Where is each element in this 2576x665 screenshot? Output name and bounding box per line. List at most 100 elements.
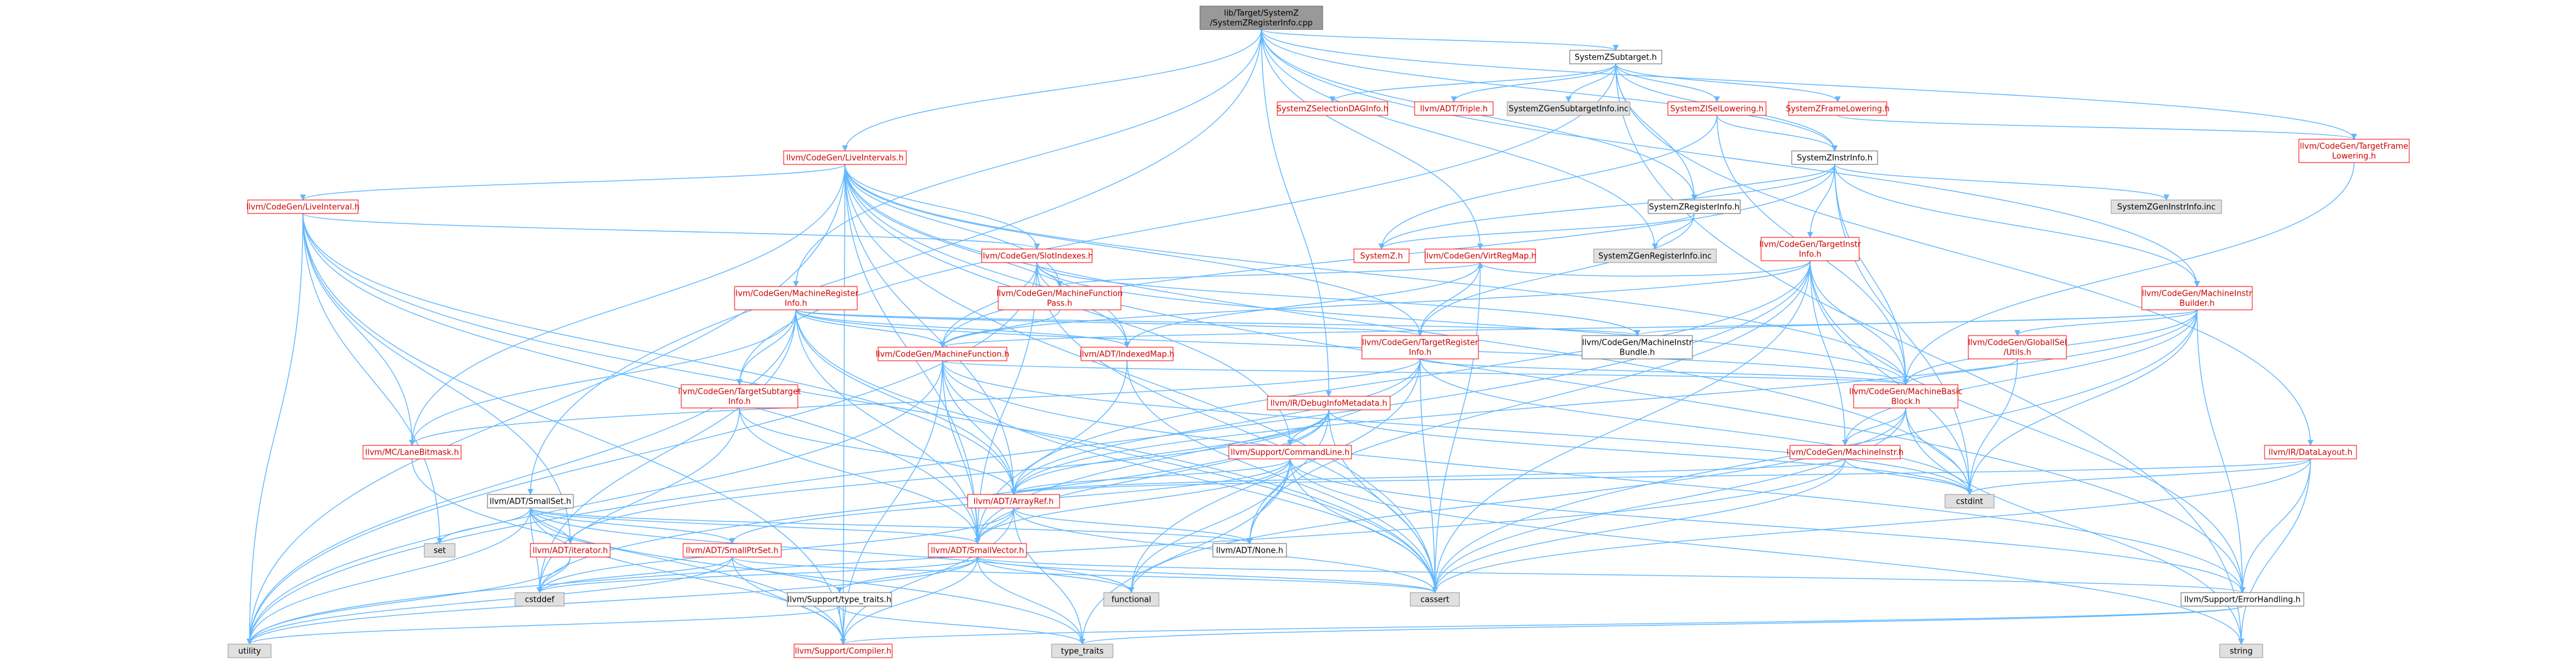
edge-root-to-machine_instr_builder — [1261, 29, 2200, 287]
node-functional[interactable]: functional — [1103, 592, 1160, 607]
node-label: SystemZInstrInfo.h — [1797, 154, 1872, 163]
edge-live_intervals-to-error_handling — [844, 164, 2245, 593]
edge-indexed_map-to-cassert — [1126, 360, 1438, 593]
edge-live_intervals-to-target_register_info — [844, 164, 1423, 336]
node-systemz-h[interactable]: SystemZ.h — [1353, 248, 1410, 263]
node-command-line[interactable]: llvm/Support/CommandLine.h — [1228, 445, 1352, 459]
node-label: string — [2230, 647, 2252, 656]
node-isel-lowering[interactable]: SystemZISelLowering.h — [1667, 101, 1767, 116]
edge-small_ptr_set-to-cstddef — [537, 556, 733, 593]
node-type-traits[interactable]: type_traits — [1051, 644, 1114, 658]
node-set[interactable]: set — [424, 543, 456, 558]
node-type-traits-support[interactable]: llvm/Support/type_traits.h — [787, 592, 892, 607]
node-label: llvm/ADT/SmallPtrSet.h — [686, 547, 778, 556]
edge-data_layout-to-cassert — [1432, 458, 2311, 593]
edge-array_ref-to-small_vector — [974, 507, 1014, 544]
node-machine-function[interactable]: llvm/CodeGen/MachineFunction.h — [876, 347, 1009, 361]
node-cstddef[interactable]: cstddef — [514, 592, 565, 607]
node-data-layout[interactable]: llvm/IR/DataLayout.h — [2264, 445, 2357, 459]
node-compiler[interactable]: llvm/Support/Compiler.h — [793, 644, 893, 658]
node-gen-subtarget-info[interactable]: SystemZGenSubtargetInfo.inc — [1507, 101, 1630, 116]
edge-small_set-to-utility — [247, 507, 531, 645]
node-box — [1199, 6, 1323, 30]
edge-systemz_subtarget-to-string — [1615, 63, 2244, 645]
node-array-ref[interactable]: llvm/ADT/ArrayRef.h — [967, 494, 1060, 509]
node-label: llvm/Support/ErrorHandling.h — [2184, 596, 2301, 605]
edge-machine_register_info-to-cassert — [795, 309, 1438, 593]
node-label: llvm/CodeGen/GlobalISel — [1968, 339, 2066, 348]
node-iterator[interactable]: llvm/ADT/iterator.h — [530, 543, 611, 558]
node-box — [2219, 644, 2263, 658]
edge-small_set-to-none — [530, 507, 1253, 544]
node-small-set[interactable]: llvm/ADT/SmallSet.h — [487, 494, 574, 509]
node-label: SystemZSubtarget.h — [1575, 53, 1657, 63]
node-string[interactable]: string — [2219, 644, 2263, 658]
node-machine-instr[interactable]: llvm/CodeGen/MachineInstr.h — [1787, 445, 1904, 459]
edge-live_intervals-to-machine_basic_block — [844, 164, 1909, 385]
node-label: llvm/CodeGen/MachineFunction — [996, 290, 1123, 299]
node-error-handling[interactable]: llvm/Support/ErrorHandling.h — [2180, 592, 2304, 607]
node-gen-register-info[interactable]: SystemZGenRegisterInfo.inc — [1593, 248, 1717, 263]
node-globalisel-utils[interactable]: llvm/CodeGen/GlobalISel/Utils.h — [1968, 335, 2067, 359]
edge-live_intervals-to-utility — [247, 164, 846, 645]
node-adt-triple[interactable]: llvm/ADT/Triple.h — [1414, 101, 1494, 116]
edge-machine_register_info-to-machine_instr_bundle — [795, 309, 1640, 336]
node-indexed-map[interactable]: llvm/ADT/IndexedMap.h — [1080, 347, 1175, 361]
node-box — [1051, 644, 1114, 658]
edge-machine_function-to-small_vector — [942, 360, 980, 544]
node-label: llvm/ADT/SmallVector.h — [931, 547, 1024, 556]
edge-small_ptr_set-to-utility — [247, 556, 733, 645]
node-box — [1353, 248, 1410, 263]
node-label: llvm/CodeGen/LiveInterval.h — [247, 203, 360, 212]
node-label: SystemZGenSubtargetInfo.inc — [1508, 105, 1628, 114]
node-box — [2111, 199, 2222, 214]
node-live-interval[interactable]: llvm/CodeGen/LiveInterval.h — [247, 199, 360, 214]
edge-debug_info_metadata-to-cstdint — [1328, 409, 1973, 495]
node-label: llvm/ADT/IndexedMap.h — [1080, 350, 1175, 359]
edge-target_register_info-to-functional — [1128, 358, 1421, 593]
node-live-intervals[interactable]: llvm/CodeGen/LiveIntervals.h — [783, 150, 907, 165]
edge-machine_register_info-to-indexed_map — [795, 309, 1130, 348]
edge-instr_info-to-gen_instr_info — [1834, 164, 2169, 201]
node-box — [227, 644, 272, 658]
node-debug-info-metadata[interactable]: llvm/IR/DebugInfoMetadata.h — [1267, 396, 1391, 410]
node-cstdint[interactable]: cstdint — [1944, 494, 1995, 509]
node-gen-instr-info[interactable]: SystemZGenInstrInfo.inc — [2111, 199, 2222, 214]
node-instr-info[interactable]: SystemZInstrInfo.h — [1791, 150, 1878, 165]
edge-target_frame_lowering-to-machine_basic_block — [1903, 162, 2355, 385]
node-lane-bitmask[interactable]: llvm/MC/LaneBitmask.h — [362, 445, 462, 459]
node-small-vector[interactable]: llvm/ADT/SmallVector.h — [928, 543, 1027, 558]
node-cassert[interactable]: cassert — [1410, 592, 1460, 607]
node-root[interactable]: lib/Target/SystemZ/SystemZRegisterInfo.c… — [1199, 6, 1323, 30]
node-virt-reg-map[interactable]: llvm/CodeGen/VirtRegMap.h — [1424, 248, 1537, 263]
node-box — [682, 543, 782, 558]
node-label: Info.h — [1409, 348, 1432, 358]
edge-root-to-debug_info_metadata — [1261, 29, 1332, 397]
node-box — [1593, 248, 1717, 263]
node-systemz-subtarget[interactable]: SystemZSubtarget.h — [1569, 50, 1662, 64]
node-slot-indexes[interactable]: llvm/CodeGen/SlotIndexes.h — [980, 248, 1093, 263]
edge-type_traits_support-to-utility — [247, 605, 840, 645]
node-utility[interactable]: utility — [227, 644, 272, 658]
node-label: /SystemZRegisterInfo.cpp — [1210, 19, 1312, 28]
node-box — [530, 543, 611, 558]
node-none[interactable]: llvm/ADT/None.h — [1212, 543, 1287, 558]
node-selection-dag-info[interactable]: SystemZSelectionDAGInfo.h — [1277, 101, 1389, 116]
edge-machine_function-to-cassert — [942, 360, 1438, 593]
node-small-ptr-set[interactable]: llvm/ADT/SmallPtrSet.h — [682, 543, 782, 558]
node-register-info[interactable]: SystemZRegisterInfo.h — [1648, 199, 1741, 214]
edge-root-to-gen_register_info — [1261, 29, 1658, 250]
node-label: /Utils.h — [2003, 348, 2031, 358]
node-box — [1788, 101, 1887, 116]
node-box — [877, 347, 1007, 361]
node-frame-lowering[interactable]: SystemZFrameLowering.h — [1786, 101, 1890, 116]
